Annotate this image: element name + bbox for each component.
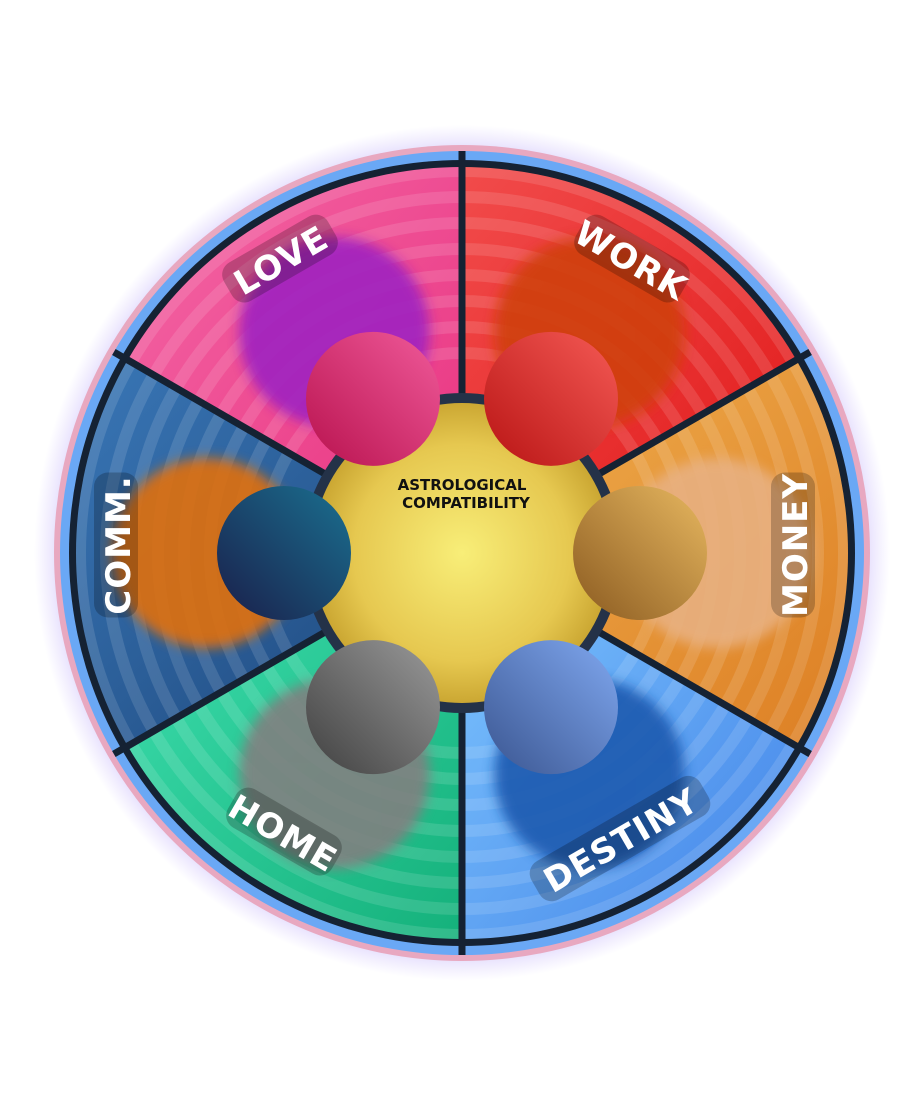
sector-ring [148,191,463,379]
sector-label-text: COMM. [99,475,139,614]
sector-ring [461,167,799,366]
label-background [226,787,342,876]
planet-ball-destiny[interactable] [484,640,618,775]
sector-ring [125,740,463,939]
sector-label-text: MONEY [776,473,816,617]
sector-ring [76,359,137,747]
sector-ring [461,191,776,379]
center-disc [312,403,612,703]
sector-ring [461,740,799,939]
planet-ball-work[interactable] [484,331,618,466]
label-background [529,775,711,902]
planet-ball-love[interactable] [306,331,440,466]
label-background [771,472,815,618]
label-background [222,214,338,303]
planet-ball-comm[interactable] [217,486,351,620]
sector-label-comm: COMM. [94,472,139,618]
sector-label-money: MONEY [771,472,816,618]
sector-ring [125,167,463,366]
center-title-line2: COMPATIBILITY [402,494,531,512]
label-background [94,472,138,618]
label-background [574,214,690,303]
sector-ring [148,727,463,915]
planet-ball-money[interactable] [573,486,707,620]
center-title-line1: ASTROLOGICAL [398,476,527,494]
sector-ring [787,359,848,747]
sector-ring [461,727,776,915]
planet-ball-home[interactable] [306,640,440,775]
sector-ring [765,372,824,734]
sector-ring [100,372,159,734]
